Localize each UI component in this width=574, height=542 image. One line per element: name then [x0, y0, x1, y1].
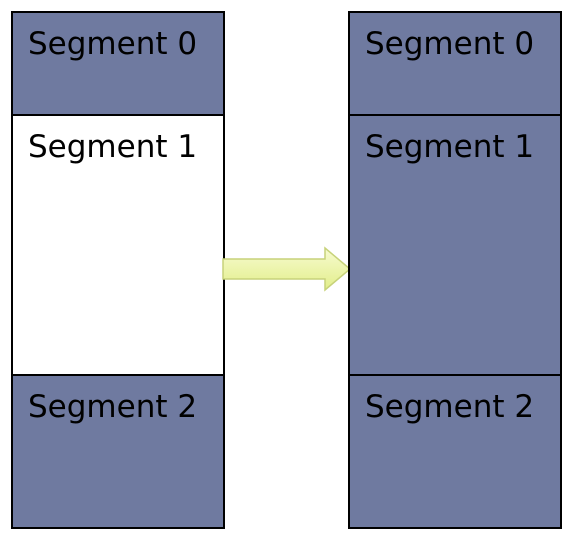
right-segment-2: Segment 2 — [348, 374, 562, 529]
left-segment-1: Segment 1 — [11, 114, 225, 376]
right-segment-1: Segment 1 — [348, 114, 562, 376]
left-segment-0-label: Segment 0 — [28, 26, 198, 62]
left-memory-column: Segment 0 Segment 1 Segment 2 — [11, 11, 225, 529]
right-segment-0-label: Segment 0 — [365, 26, 535, 62]
arrow-right-icon — [222, 246, 352, 292]
left-segment-1-label: Segment 1 — [28, 129, 198, 165]
right-memory-column: Segment 0 Segment 1 Segment 2 — [348, 11, 562, 529]
right-segment-1-label: Segment 1 — [365, 129, 535, 165]
left-segment-0: Segment 0 — [11, 11, 225, 116]
left-segment-2-label: Segment 2 — [28, 389, 198, 425]
right-segment-0: Segment 0 — [348, 11, 562, 116]
arrow-shape — [222, 246, 352, 292]
right-segment-2-label: Segment 2 — [365, 389, 535, 425]
left-segment-2: Segment 2 — [11, 374, 225, 529]
